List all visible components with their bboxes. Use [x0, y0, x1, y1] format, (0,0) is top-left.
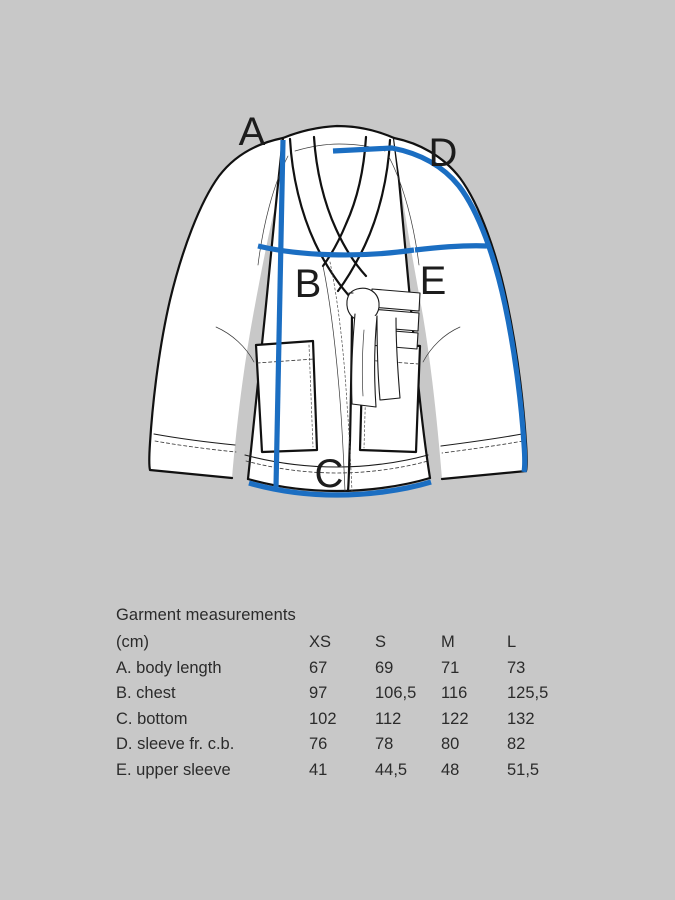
garment-flat-svg: A D B E C: [148, 110, 528, 498]
row-b-m: 116: [441, 684, 468, 702]
measure-label-B: B: [295, 262, 322, 306]
left-patch-pocket: [256, 341, 317, 452]
size-header-s: S: [375, 633, 387, 651]
row-e-l: 51,5: [507, 760, 540, 779]
measure-label-C: C: [315, 452, 344, 496]
measurements-block: Garment measurements (cm) XS S M L A. bo…: [116, 606, 586, 783]
body-left-edge: [246, 136, 285, 481]
size-table: (cm) XS S M L A. body length 67 69 71 73…: [116, 630, 573, 783]
left-patch-pocket-outline: [254, 339, 319, 454]
row-e-m: 48: [441, 760, 460, 779]
belt-knot-loop: [346, 288, 380, 322]
wrap-front-stitch: [329, 261, 353, 492]
row-a-l: 73: [507, 658, 526, 677]
unit-label: (cm): [116, 633, 149, 651]
row-a-m: 71: [441, 658, 460, 677]
table-row: B. chest 97 106,5 116 125,5: [116, 681, 573, 707]
measure-label-D: D: [429, 131, 458, 175]
belt-tail-right: [377, 316, 400, 400]
belt-tail-left: [351, 314, 377, 407]
row-d-l: 82: [507, 735, 526, 753]
measurements-title: Garment measurements: [116, 606, 296, 624]
row-b-s: 106,5: [375, 684, 417, 702]
left-sleeve-outline: [148, 136, 285, 480]
right-cuff-seam: [440, 433, 523, 447]
measure-line-B: [257, 243, 415, 258]
row-a-xs: 67: [309, 658, 328, 677]
shoulder-neck-top: [281, 124, 396, 140]
row-c-xs: 102: [309, 709, 337, 728]
table-row: C. bottom 102 112 122 132: [116, 707, 573, 733]
belt-tail-fold-line: [361, 329, 365, 397]
left-pocket-top-stitch: [256, 358, 315, 364]
row-b-xs: 97: [309, 684, 328, 702]
row-c-m: 122: [441, 709, 469, 728]
wrap-front-edge: [346, 297, 354, 493]
row-d-xs: 76: [309, 735, 328, 753]
row-e-xs: 41: [309, 760, 328, 779]
row-e-s: 44,5: [375, 760, 408, 779]
measure-label-E: E: [420, 259, 447, 303]
left-pocket-edge-stitch: [308, 344, 314, 448]
row-label-d: D. sleeve fr. c.b.: [116, 735, 235, 753]
wrap-under-edge: [322, 265, 346, 492]
table-row: D. sleeve fr. c.b. 76 78 80 82: [116, 732, 573, 758]
row-b-l: 125,5: [507, 684, 549, 702]
left-cuff-seam: [153, 433, 236, 446]
row-c-l: 132: [507, 709, 535, 728]
measure-line-A: [273, 139, 286, 488]
garment-illustration: A D B E C: [148, 110, 528, 498]
right-pocket-edge-stitch: [363, 345, 368, 449]
size-table-header-row: (cm) XS S M L: [116, 630, 573, 656]
measure-line-D: [332, 145, 528, 473]
measure-line-E: [414, 243, 488, 253]
size-header-m: M: [441, 633, 455, 651]
collar-band-left-outer: [288, 137, 354, 301]
row-a-s: 69: [375, 658, 394, 677]
row-d-s: 78: [375, 735, 394, 753]
collar-band-right-outer: [336, 138, 392, 293]
measure-label-A: A: [239, 110, 266, 154]
belt-tail-left-outline: [351, 313, 378, 408]
row-d-m: 80: [441, 735, 460, 753]
right-elbow-crease: [422, 326, 461, 363]
measure-line-C: [248, 479, 432, 498]
left-elbow-crease: [215, 326, 255, 363]
belt-band-right: [371, 289, 420, 311]
row-label-b: B. chest: [116, 684, 176, 702]
row-label-a: A. body length: [116, 658, 222, 677]
size-header-l: L: [507, 633, 517, 651]
row-label-e: E. upper sleeve: [116, 760, 231, 779]
row-c-s: 112: [375, 709, 402, 728]
size-table-body: A. body length 67 69 71 73 B. chest 97 1…: [116, 656, 573, 784]
table-row: A. body length 67 69 71 73: [116, 656, 573, 682]
table-row: E. upper sleeve 41 44,5 48 51,5: [116, 758, 573, 784]
left-cuff-stitch: [154, 440, 237, 453]
hem-facing-line: [244, 454, 429, 468]
left-sleeve-shape: [149, 138, 283, 478]
right-cuff-stitch: [441, 440, 524, 454]
hem-facing-stitch: [245, 460, 429, 474]
row-label-c: C. bottom: [116, 709, 188, 728]
belt-tail-right-outline: [376, 315, 401, 401]
size-table-head: (cm) XS S M L: [116, 630, 573, 656]
right-sleeve-shape: [394, 138, 527, 479]
size-header-xs: XS: [309, 633, 332, 651]
